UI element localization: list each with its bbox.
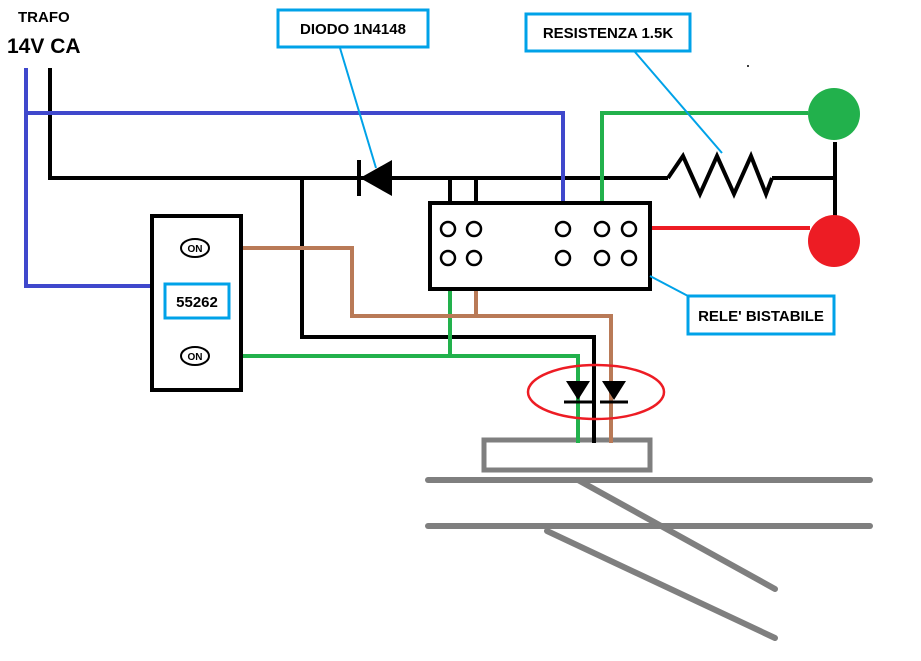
stray-dot: [747, 65, 749, 67]
diode-callout-leader: [339, 47, 377, 169]
relay-pin: [593, 220, 611, 238]
blue-wire-to-relay: [26, 111, 565, 222]
relay-body: [428, 201, 652, 291]
relay-pin: [593, 249, 611, 267]
resistor-zigzag: [666, 150, 774, 200]
relay-callout-box: [686, 294, 836, 336]
switch-code-label: 55262: [176, 294, 218, 311]
switch-55262: ON ON 55262: [150, 214, 243, 392]
relay-pins: [439, 220, 638, 267]
switch-on-top-label: ON: [188, 244, 203, 255]
callout-leaders: [339, 47, 723, 297]
diode-triangle: [360, 160, 392, 196]
relay-pin: [620, 220, 638, 238]
track-diverging-rail-upper: [575, 477, 778, 592]
resistor-callout-label: RESISTENZA 1.5K: [543, 25, 673, 42]
resistor-callout-leader: [634, 51, 723, 154]
relay-pin: [465, 220, 483, 238]
track-diode-right: [602, 381, 626, 400]
track-diodes: [526, 363, 666, 421]
blue-wire-to-switch: [24, 68, 150, 288]
diode-callout-box: [276, 8, 430, 49]
voltage-label: 14V CA: [7, 35, 81, 58]
resistor-callout: RESISTENZA 1.5K: [524, 12, 692, 53]
brown-wire-switch-top: [208, 246, 613, 443]
relay-pin: [554, 249, 572, 267]
diode-callout: DIODO 1N4148: [276, 8, 430, 49]
track-contact-bar: [481, 437, 653, 473]
blue-wires: [24, 68, 565, 288]
switch-on-bottom: [180, 346, 210, 366]
track: [425, 477, 873, 641]
relay-callout: RELE' BISTABILE: [686, 294, 836, 336]
trafo-label: TRAFO: [18, 9, 70, 26]
black-wire-trafo-main: [48, 68, 835, 180]
relay-callout-leader: [649, 275, 689, 297]
track-diode-left: [566, 381, 590, 400]
switch-code-box: [163, 282, 231, 320]
relay-pin: [439, 249, 457, 267]
relay-callout-label: RELE' BISTABILE: [698, 308, 824, 325]
track-diverging-rail-lower: [544, 528, 778, 641]
relay-pin: [620, 249, 638, 267]
relay-pin: [554, 220, 572, 238]
relay-pin: [439, 220, 457, 238]
green-wire-switch-bottom: [205, 354, 580, 443]
red-lamp: [808, 215, 860, 267]
switch-on-top: [180, 238, 210, 258]
bistable-relay: [428, 201, 652, 291]
resistor-callout-box: [524, 12, 692, 53]
diodes-highlight-ellipse: [526, 363, 666, 421]
diode-callout-label: DIODO 1N4148: [300, 21, 406, 38]
relay-pin: [465, 249, 483, 267]
diode-1n4148: [357, 160, 392, 196]
green-wire-lamp: [600, 111, 808, 222]
green-lamp: [808, 88, 860, 140]
switch-on-bottom-label: ON: [188, 352, 203, 363]
